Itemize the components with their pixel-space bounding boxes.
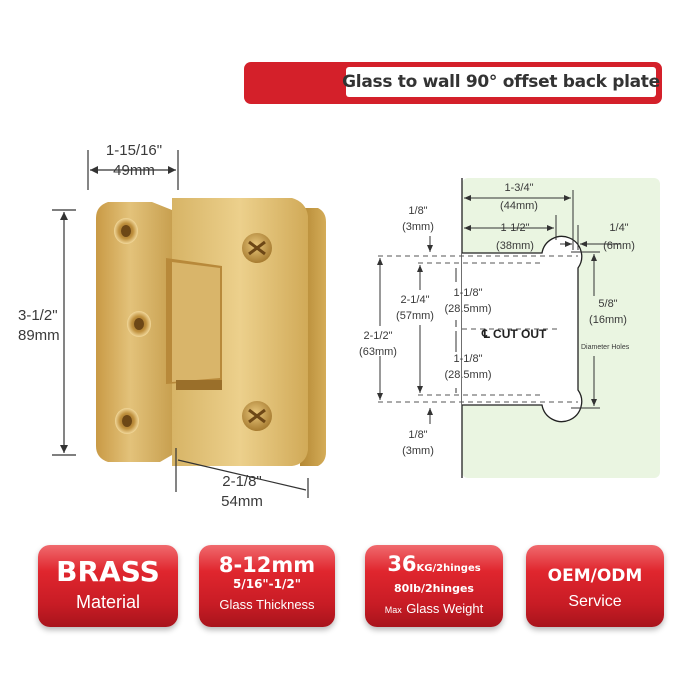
dim-2-1-2-inch: 2-1/2" bbox=[363, 330, 393, 342]
dim-lower-1-1-8-mm: (28.5mm) bbox=[444, 369, 492, 381]
badge-material-sub: Material bbox=[75, 592, 141, 612]
badge-service-sub: Service bbox=[568, 593, 622, 610]
badge-service-main: OEM/ODM bbox=[547, 566, 643, 586]
badge-weight-sub: Glass Weight bbox=[406, 601, 484, 616]
dim-1-4-mm: (6mm) bbox=[603, 240, 635, 252]
dim-bottom-1-8-inch: 1/8" bbox=[408, 429, 428, 441]
dim-2-1-2-mm: (63mm) bbox=[359, 346, 397, 358]
width-bottom-mm-label: 54mm bbox=[221, 493, 263, 510]
height-mm-label: 89mm bbox=[18, 327, 60, 344]
dim-top-1-8-inch: 1/8" bbox=[408, 205, 428, 217]
title-banner: Glass to wall 90° offset back plate bbox=[244, 62, 662, 104]
badge-thickness-sub: Glass Thickness bbox=[219, 597, 315, 612]
badge-weight-kg-unit: KG/2hinges bbox=[416, 563, 481, 574]
hole-dia-inch: 5/8" bbox=[598, 298, 618, 310]
badge-material-main: BRASS bbox=[56, 555, 160, 588]
cutout-drawing bbox=[377, 178, 660, 478]
width-top-mm-label: 49mm bbox=[113, 162, 155, 179]
dim-1-1-2-mm: (38mm) bbox=[496, 240, 534, 252]
badge-thickness-inch: 5/16"-1/2" bbox=[233, 577, 301, 591]
dim-2-1-4-inch: 2-1/4" bbox=[400, 294, 430, 306]
dim-2-1-4-mm: (57mm) bbox=[396, 310, 434, 322]
hinge-photo bbox=[52, 150, 326, 498]
dim-top-1-8-mm: (3mm) bbox=[402, 221, 434, 233]
dim-1-1-2-inch: 1-1/2" bbox=[500, 222, 530, 234]
dim-1-4-inch: 1/4" bbox=[609, 222, 629, 234]
badge-glass-weight: 36KG/2hinges 80lb/2hinges Max Glass Weig… bbox=[365, 545, 503, 627]
dim-1-3-4-inch: 1-3/4" bbox=[504, 182, 534, 194]
badge-glass-thickness: 8-12mm 5/16"-1/2" Glass Thickness bbox=[199, 545, 335, 627]
page-title: Glass to wall 90° offset back plate bbox=[342, 67, 660, 97]
height-inch-label: 3-1/2" bbox=[18, 307, 58, 324]
dim-upper-1-1-8-inch: 1-1/8" bbox=[453, 287, 483, 299]
badge-material: BRASS Material bbox=[38, 545, 178, 627]
badge-thickness-main: 8-12mm bbox=[218, 553, 316, 577]
width-bottom-inch-label: 2-1/8" bbox=[222, 473, 262, 490]
dim-upper-1-1-8-mm: (28.5mm) bbox=[444, 303, 492, 315]
hole-dia-mm: (16mm) bbox=[589, 314, 627, 326]
dim-1-3-4-mm: (44mm) bbox=[500, 200, 538, 212]
badge-weight-lb: 80lb/2hinges bbox=[394, 582, 474, 595]
badge-service: OEM/ODM Service bbox=[526, 545, 664, 627]
hole-dia-note: Diameter Holes bbox=[581, 344, 630, 351]
dim-bottom-1-8-mm: (3mm) bbox=[402, 445, 434, 457]
badge-weight-kg-number: 36 bbox=[387, 552, 417, 576]
dim-lower-1-1-8-inch: 1-1/8" bbox=[453, 353, 483, 365]
badge-weight-max: Max bbox=[384, 605, 402, 615]
cut-out-label: ℄ CUT OUT bbox=[482, 327, 547, 341]
width-top-inch-label: 1-15/16" bbox=[105, 142, 163, 159]
